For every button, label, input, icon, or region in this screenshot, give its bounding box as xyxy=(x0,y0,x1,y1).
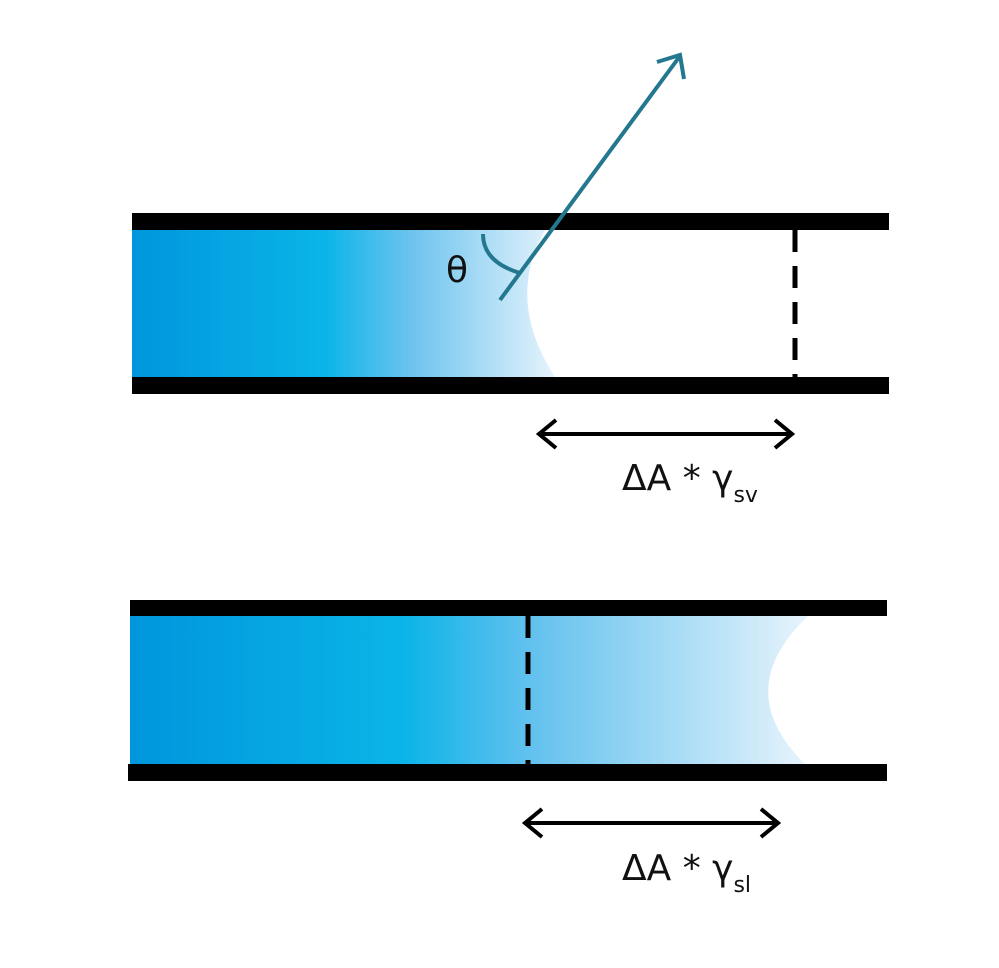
dimension-label-sl: ΔA * γsl xyxy=(622,848,751,898)
bottom-tube: ΔA * γsl xyxy=(128,600,887,898)
contact-angle-vector xyxy=(498,54,682,302)
tube-wall-lower xyxy=(128,764,887,781)
arrowhead-icon xyxy=(656,52,686,80)
tube-wall-upper xyxy=(132,213,889,230)
top-tube: θ ΔA * γsv xyxy=(132,52,889,508)
tube-wall-lower xyxy=(132,377,889,394)
dimension-arrow-top xyxy=(535,418,796,450)
dimension-label-sv: ΔA * γsv xyxy=(622,458,758,508)
liquid-bottom xyxy=(130,616,808,764)
tube-wall-upper xyxy=(130,600,887,616)
angle-label: θ xyxy=(446,250,468,291)
dimension-arrow-bottom xyxy=(521,807,782,839)
angle-arc xyxy=(481,233,521,275)
liquid-top xyxy=(132,230,555,377)
